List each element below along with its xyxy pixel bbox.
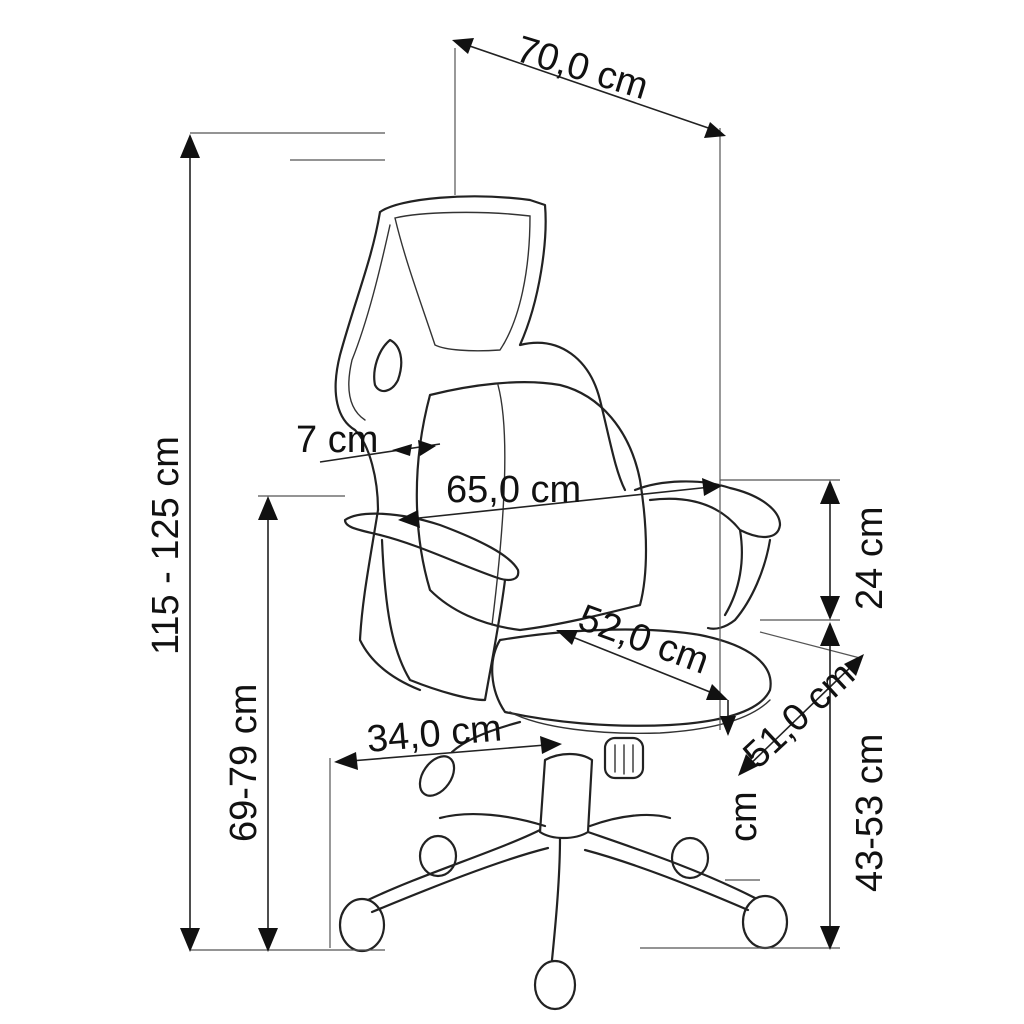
dimension-lines — [180, 38, 864, 952]
tilt-knob — [603, 736, 645, 780]
backrest-shell — [334, 195, 627, 512]
caster-left — [338, 897, 386, 953]
armrest-right — [633, 480, 782, 617]
height-lever — [450, 720, 522, 754]
seat-cushion — [491, 628, 772, 727]
label-armrest-length: 65,0 cm — [446, 469, 581, 511]
label-pad-thickness: 7 cm — [296, 419, 378, 461]
backrest-headrest-inner — [394, 211, 531, 352]
office-chair-drawing — [334, 195, 789, 1011]
star-base — [366, 812, 757, 962]
label-total-height: 115 - 125 cm — [145, 436, 187, 655]
label-seat-depth: 51,0 cm — [735, 654, 863, 777]
back-cushion — [415, 381, 648, 632]
backrest-cutout — [373, 338, 403, 393]
label-backrest-width: 70,0 cm — [511, 28, 653, 108]
tilt-knob-ridges — [614, 744, 634, 775]
label-armrest-above-seat: 24 cm — [849, 507, 891, 610]
gas-cylinder — [538, 752, 594, 840]
label-seat-height: 43-53 cm — [849, 734, 891, 892]
caster-back-left — [418, 834, 458, 878]
label-seat-width: 52,0 cm — [573, 597, 714, 683]
label-stray-unit: cm — [723, 791, 765, 842]
back-frame-left — [358, 508, 422, 692]
backrest-side-wing — [348, 224, 391, 421]
armrest-left-support — [380, 538, 507, 702]
back-cushion-seam — [491, 384, 506, 626]
caster-right — [741, 894, 789, 950]
caster-back-right — [670, 836, 710, 880]
extension-lines — [190, 48, 861, 951]
label-armrest-floor-height: 69-79 cm — [223, 684, 265, 842]
lever-knob — [418, 755, 456, 797]
dimension-labels: 70,0 cm 115 - 125 cm 69-79 cm 7 cm 65,0 … — [145, 28, 891, 892]
label-base-radius: 34,0 cm — [365, 707, 503, 761]
seat-underside — [509, 699, 771, 735]
caster-front — [533, 959, 577, 1011]
armrest-right-support — [706, 538, 772, 630]
